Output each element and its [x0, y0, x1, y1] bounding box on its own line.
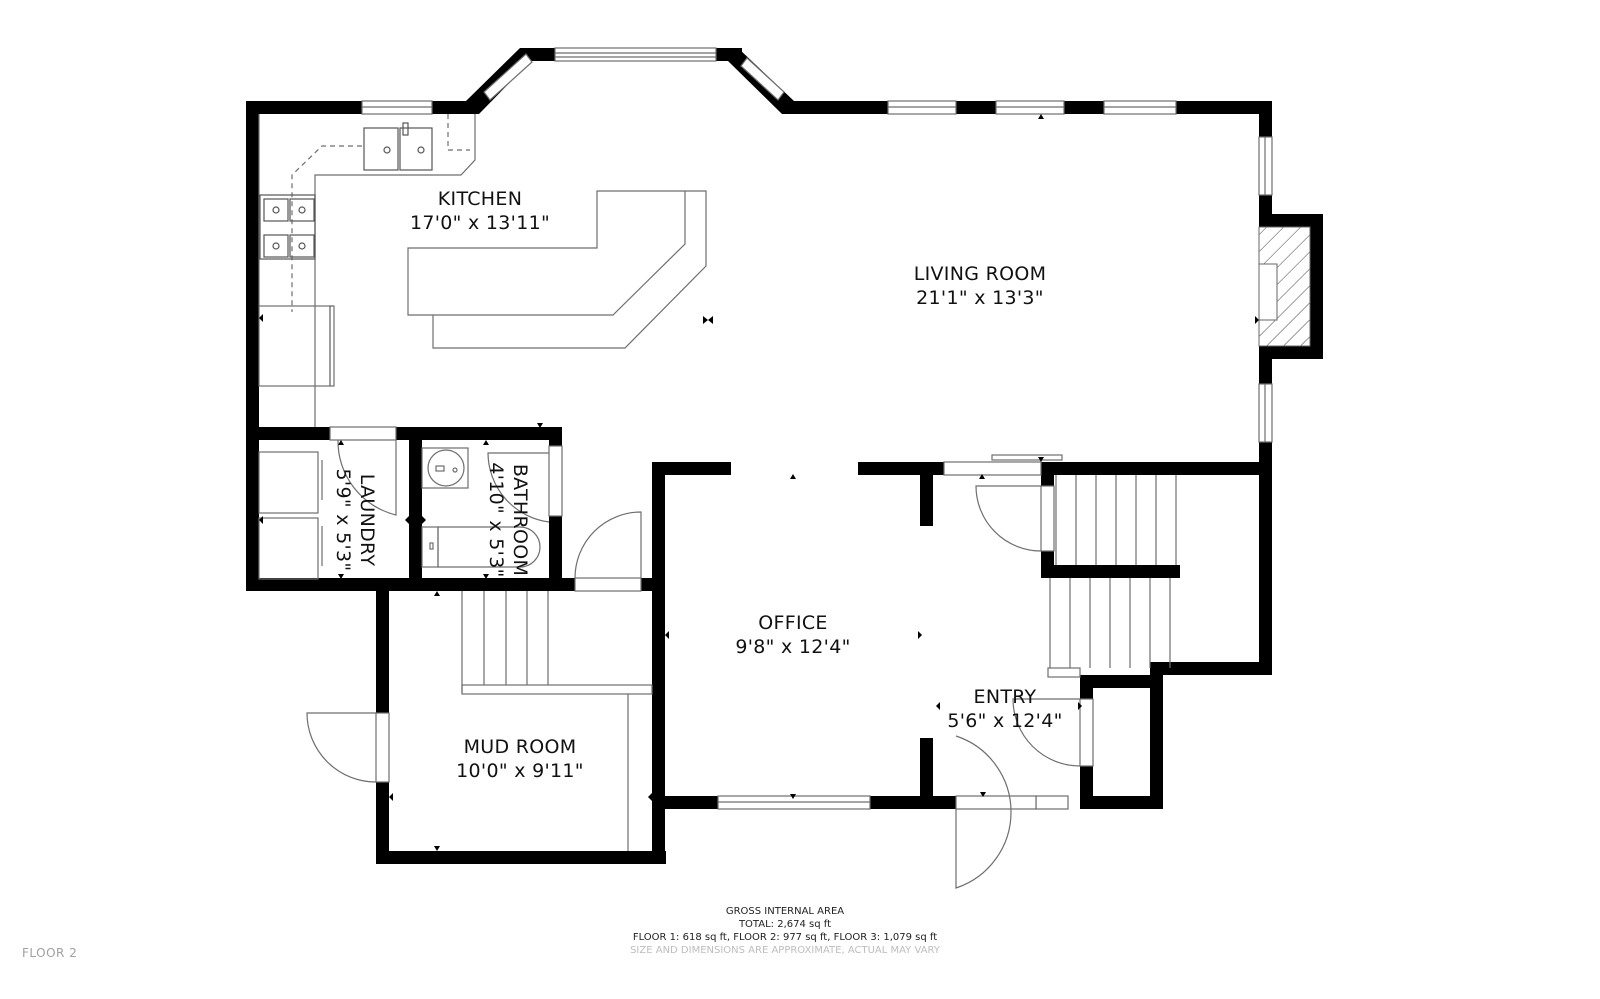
- room-name: KITCHEN: [437, 188, 523, 210]
- room-name: MUD ROOM: [463, 736, 577, 758]
- area-summary: GROSS INTERNAL AREA TOTAL: 2,674 sq ft F…: [0, 905, 1585, 957]
- dimension-markers: [259, 56, 1259, 851]
- area-heading: GROSS INTERNAL AREA: [725, 906, 845, 917]
- windows: [361, 47, 1273, 810]
- room-dimensions: 21'1" x 13'3": [916, 287, 1044, 309]
- room-name: LIVING ROOM: [913, 263, 1047, 285]
- area-floors: FLOOR 1: 618 sq ft, FLOOR 2: 977 sq ft, …: [632, 932, 938, 943]
- room-label-bathroom: BATHROOM 4'10" x 5'3": [484, 450, 532, 590]
- floor-label: FLOOR 2: [22, 946, 78, 960]
- fireplace: [1258, 226, 1311, 347]
- interior-walls: [246, 427, 1272, 809]
- laundry-fixtures: [258, 426, 397, 580]
- room-dimensions: 5'9" x 5'3": [332, 468, 354, 572]
- room-label-living-room: LIVING ROOM 21'1" x 13'3": [880, 262, 1080, 310]
- room-label-laundry: LAUNDRY 5'9" x 5'3": [331, 455, 379, 585]
- area-disclaimer: SIZE AND DIMENSIONS ARE APPROXIMATE, ACT…: [630, 945, 940, 956]
- room-dimensions: 5'6" x 12'4": [947, 710, 1063, 732]
- room-dimensions: 4'10" x 5'3": [485, 462, 507, 578]
- room-label-entry: ENTRY 5'6" x 12'4": [925, 685, 1085, 733]
- main-stairs: [943, 461, 1177, 678]
- kitchen-fixtures: [258, 114, 707, 427]
- mud-room-stairs: [306, 511, 653, 851]
- bathroom-fixtures: [421, 445, 563, 568]
- room-name: BATHROOM: [509, 463, 531, 577]
- entry-doors: [955, 698, 1094, 889]
- room-label-mud-room: MUD ROOM 10'0" x 9'11": [440, 735, 600, 783]
- room-label-office: OFFICE 9'8" x 12'4": [713, 611, 873, 659]
- room-name: OFFICE: [758, 612, 828, 634]
- area-total: TOTAL: 2,674 sq ft: [738, 919, 832, 930]
- room-name: ENTRY: [973, 686, 1037, 708]
- room-dimensions: 10'0" x 9'11": [456, 760, 584, 782]
- room-dimensions: 9'8" x 12'4": [735, 636, 851, 658]
- room-name: LAUNDRY: [356, 473, 378, 567]
- room-dimensions: 17'0" x 13'11": [409, 212, 551, 234]
- room-label-kitchen: KITCHEN 17'0" x 13'11": [400, 187, 560, 235]
